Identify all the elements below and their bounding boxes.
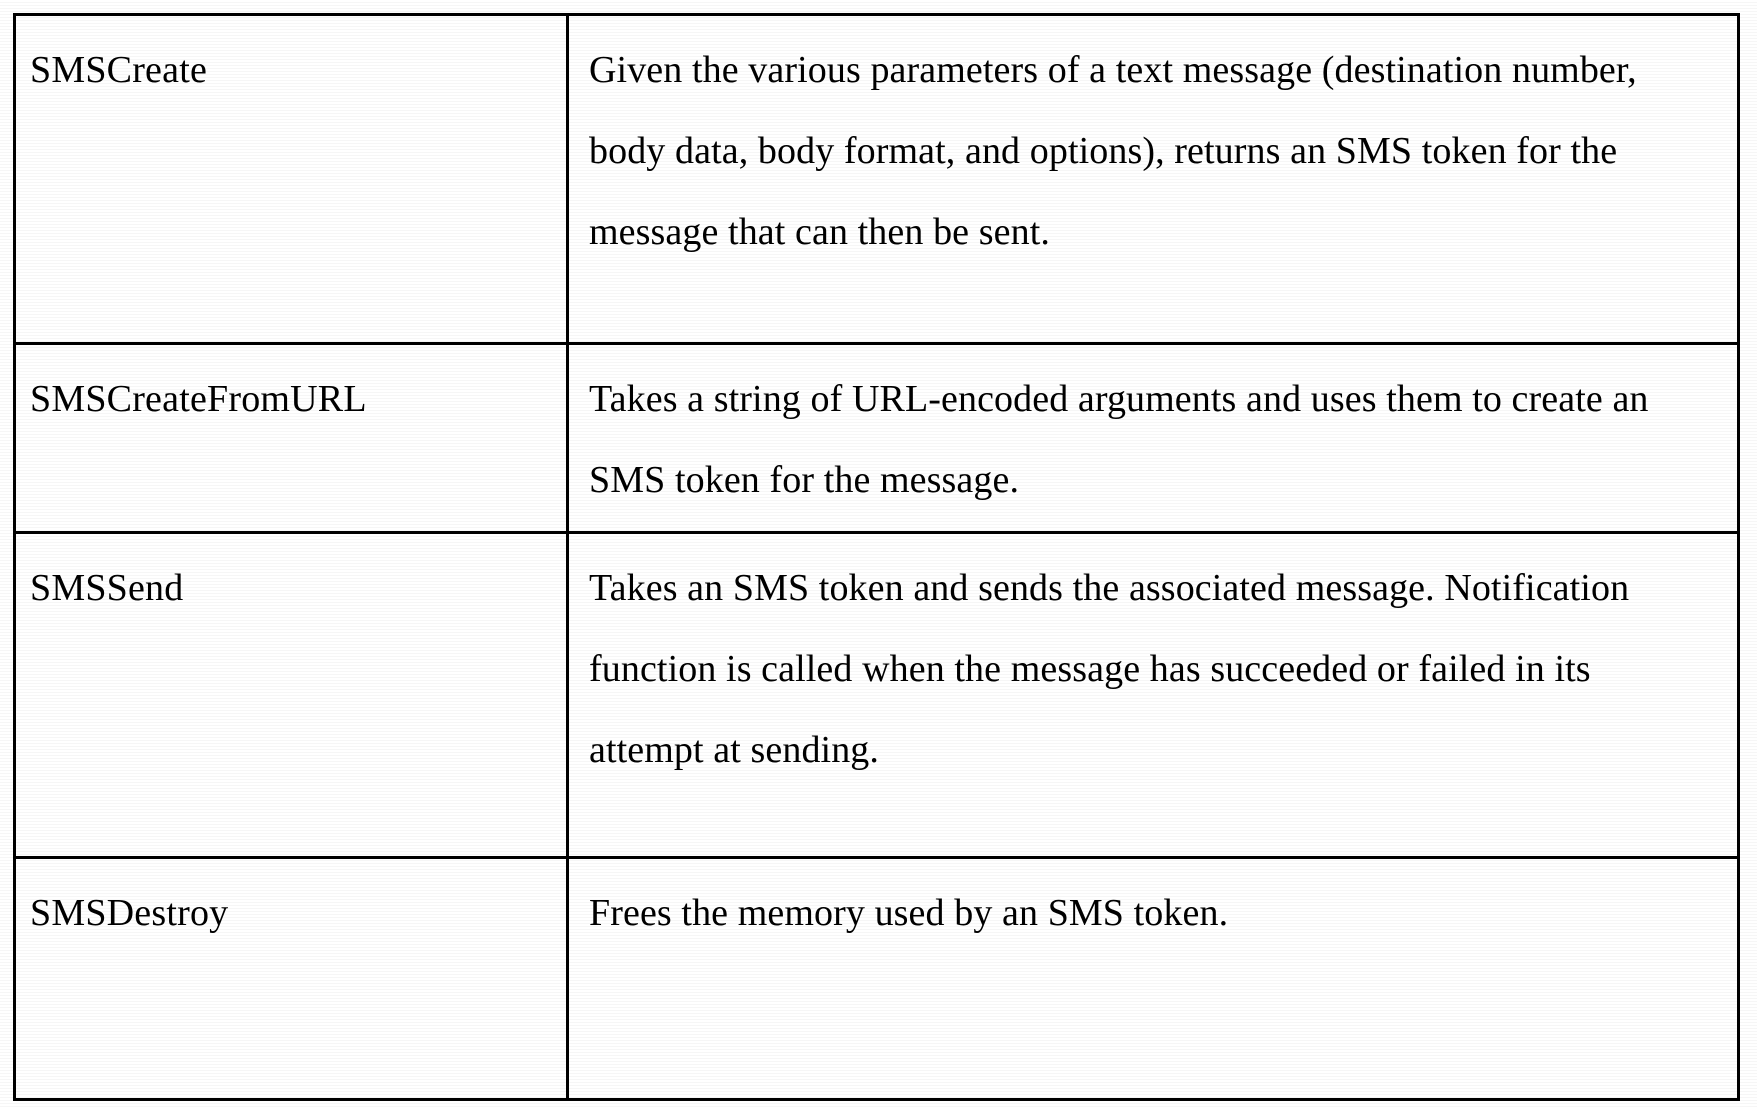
description-smscreatefromurl: Takes a string of URL-encoded arguments …	[589, 378, 1649, 501]
table-row: SMSDestroy Frees the memory used by an S…	[13, 856, 1740, 1101]
table-cell-description: Takes an SMS token and sends the associa…	[566, 531, 1740, 859]
table-cell-function-name: SMSCreate	[13, 13, 569, 345]
description-smsdestroy: Frees the memory used by an SMS token.	[589, 892, 1229, 934]
table-body: SMSCreate Given the various parameters o…	[13, 13, 1740, 1101]
api-function-table: SMSCreate Given the various parameters o…	[13, 13, 1740, 1101]
function-name-smscreatefromurl: SMSCreateFromURL	[30, 378, 367, 420]
function-name-smssend: SMSSend	[30, 567, 184, 609]
table-cell-function-name: SMSSend	[13, 531, 569, 859]
table-row: SMSCreate Given the various parameters o…	[13, 13, 1740, 345]
table-cell-function-name: SMSDestroy	[13, 856, 569, 1101]
description-smscreate: Given the various parameters of a text m…	[589, 49, 1637, 253]
table-cell-description: Takes a string of URL-encoded arguments …	[566, 342, 1740, 534]
table-row: SMSSend Takes an SMS token and sends the…	[13, 531, 1740, 859]
table-row: SMSCreateFromURL Takes a string of URL-e…	[13, 342, 1740, 534]
description-smssend: Takes an SMS token and sends the associa…	[589, 567, 1630, 771]
function-name-smscreate: SMSCreate	[30, 49, 208, 91]
table-cell-description: Frees the memory used by an SMS token.	[566, 856, 1740, 1101]
table-cell-function-name: SMSCreateFromURL	[13, 342, 569, 534]
function-name-smsdestroy: SMSDestroy	[30, 892, 229, 934]
table-cell-description: Given the various parameters of a text m…	[566, 13, 1740, 345]
